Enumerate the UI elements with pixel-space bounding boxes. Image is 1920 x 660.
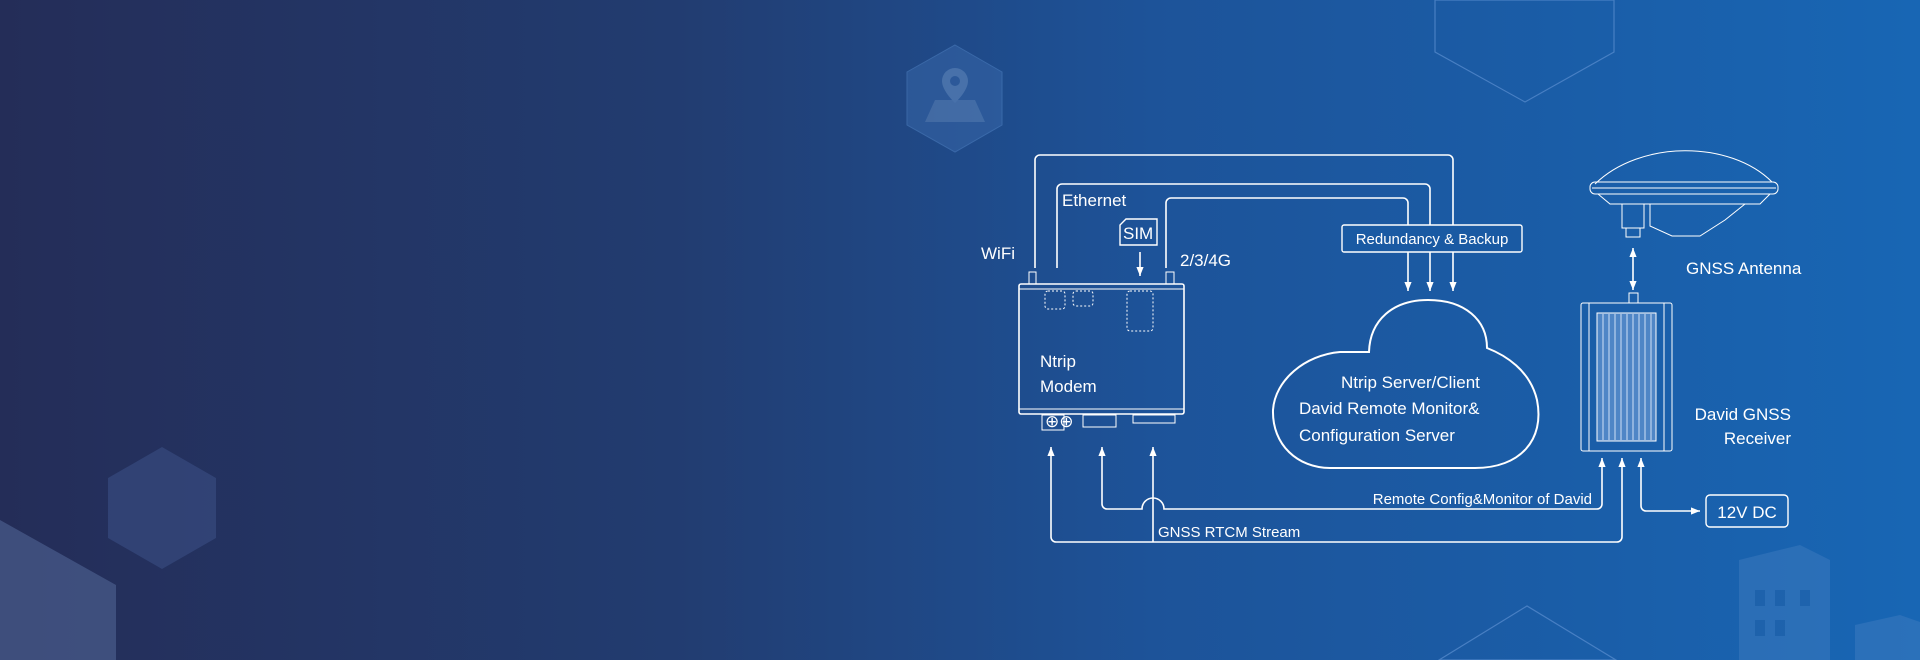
power-label: 12V DC <box>1717 503 1777 522</box>
wifi-label: WiFi <box>981 244 1015 263</box>
cloud-server: Ntrip Server/Client David Remote Monitor… <box>1271 298 1540 469</box>
data-flow-lines <box>1047 447 1700 543</box>
redundancy-backup-box: Redundancy & Backup <box>1341 224 1523 253</box>
gnss-antenna: GNSS Antenna <box>1589 150 1802 278</box>
remote-config-label: Remote Config&Monitor of David <box>1373 491 1592 508</box>
sim-card-icon: SIM <box>1119 218 1158 246</box>
antenna-label: GNSS Antenna <box>1686 259 1802 278</box>
modem-label-line2: Modem <box>1040 377 1097 396</box>
ethernet-label: Ethernet <box>1062 191 1127 210</box>
cloud-label-line2: David Remote Monitor& <box>1299 399 1480 418</box>
ntrip-modem: ⊕⊕ Ntrip Modem <box>1018 271 1185 431</box>
redundancy-label: Redundancy & Backup <box>1356 231 1509 248</box>
connection-lines <box>1034 154 1457 291</box>
receiver-label-line1: David GNSS <box>1695 405 1791 424</box>
rtcm-stream-label: GNSS RTCM Stream <box>1158 524 1300 541</box>
sim-label: SIM <box>1123 224 1153 243</box>
map-location-icon <box>906 44 1003 153</box>
building-icon <box>1739 545 1920 660</box>
gnss-receiver: David GNSS Receiver <box>1580 292 1791 452</box>
receiver-label-line2: Receiver <box>1724 429 1791 448</box>
cloud-label-line3: Configuration Server <box>1299 426 1455 445</box>
cloud-label-line1: Ntrip Server/Client <box>1341 373 1480 392</box>
power-box: 12V DC <box>1705 494 1789 528</box>
hexagon-decoration <box>0 0 1618 660</box>
cellular-label: 2/3/4G <box>1180 251 1231 270</box>
modem-label-line1: Ntrip <box>1040 352 1076 371</box>
terminal-icon: ⊕⊕ <box>1045 412 1074 431</box>
